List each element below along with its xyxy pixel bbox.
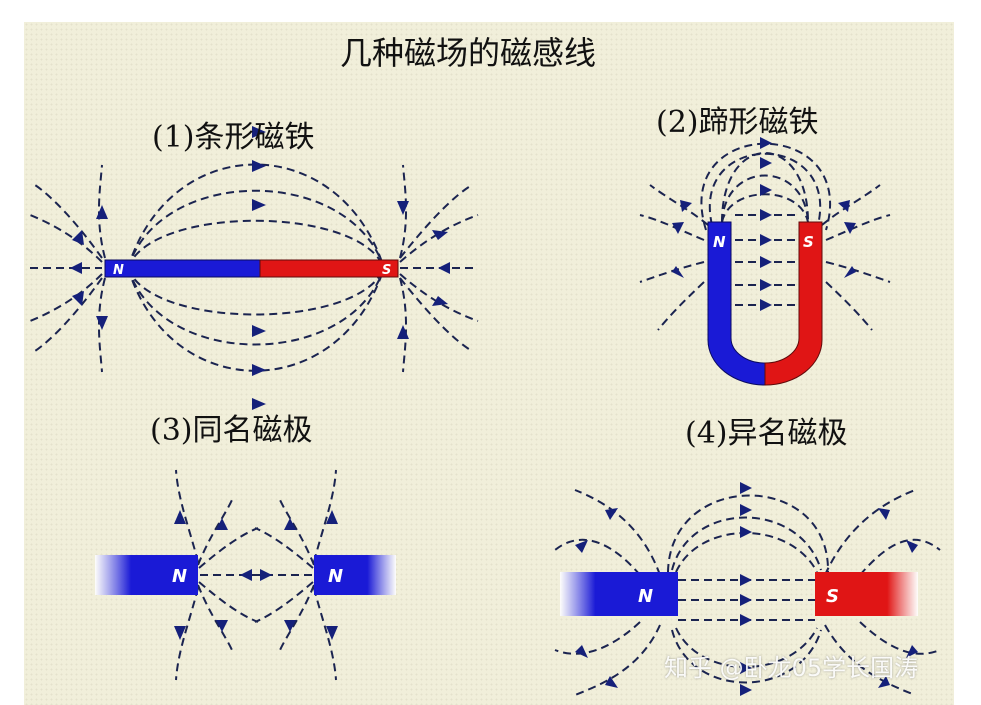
figure-title: 几种磁场的磁感线 xyxy=(340,34,597,72)
like-poles-left-magnet xyxy=(95,555,198,595)
unlike-poles-arrows xyxy=(575,482,918,696)
caption-horseshoe-magnet: (2)蹄形磁铁 xyxy=(656,105,819,140)
bar-magnet-south-half xyxy=(259,259,399,278)
bar-magnet-arrows xyxy=(70,126,450,410)
horseshoe-north-label: N xyxy=(713,233,726,251)
caption-unlike-poles: (4)异名磁极 xyxy=(685,416,848,451)
caption-like-poles: (3)同名磁极 xyxy=(150,413,313,448)
unlike-poles-south-magnet xyxy=(815,572,918,616)
watermark: 知乎 @卧龙05学长国涛 xyxy=(664,654,919,682)
like-poles-right-label: N xyxy=(328,566,343,587)
caption-bar-magnet: (1)条形磁铁 xyxy=(152,120,315,155)
unlike-poles-south-label: S xyxy=(826,586,839,607)
like-poles-field-lines xyxy=(175,469,337,681)
like-poles-right-magnet xyxy=(314,555,396,595)
horseshoe-south-arm xyxy=(764,221,823,386)
bar-magnet-south-label: S xyxy=(382,263,391,278)
horseshoe-south-label: S xyxy=(803,233,814,251)
like-poles-left-label: N xyxy=(172,566,187,587)
unlike-poles-north-magnet xyxy=(560,572,678,616)
bar-magnet-north-label: N xyxy=(113,263,124,278)
like-poles-arrows xyxy=(174,510,338,640)
unlike-poles-north-label: N xyxy=(638,586,653,607)
horseshoe-arrows xyxy=(672,137,856,311)
bar-magnet-north-half xyxy=(104,259,261,278)
